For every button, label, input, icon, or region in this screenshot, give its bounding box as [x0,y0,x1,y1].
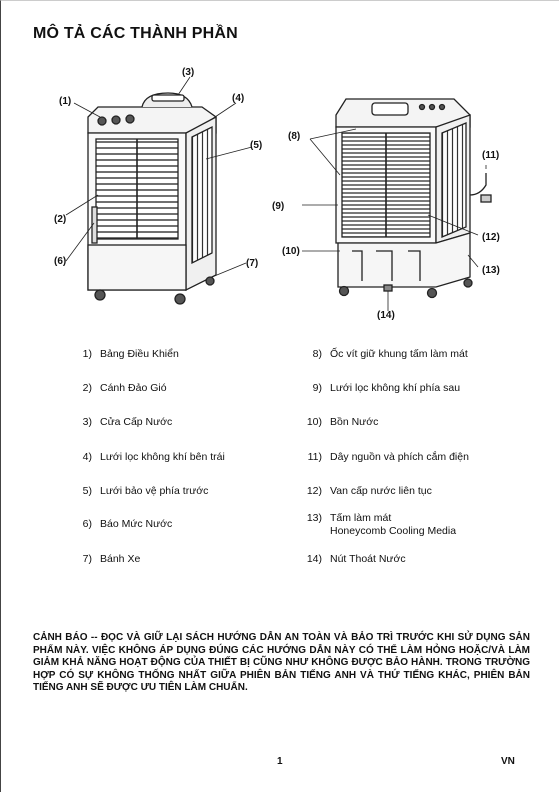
callout-11: (11) [482,150,500,161]
back-view [335,98,492,299]
warning-text: CẢNH BÁO -- ĐỌC VÀ GIỮ LẠI SÁCH HƯỚNG DẪ… [33,632,530,693]
callout-3: (3) [182,67,195,78]
callout-8: (8) [288,131,301,142]
callout-6: (6) [54,256,67,267]
callout-1: (1) [59,96,72,107]
callout-7: (7) [246,258,259,269]
language-code: VN [501,756,515,767]
callout-10: (10) [282,246,300,257]
callout-9: (9) [272,201,285,212]
callout-12: (12) [482,232,500,243]
page-number: 1 [277,756,283,767]
page-title: MÔ TẢ CÁC THÀNH PHẦN [33,25,238,42]
callout-2: (2) [54,214,67,225]
callout-5: (5) [250,140,263,151]
air-cooler-diagram [65,76,492,311]
front-view [87,92,217,305]
callout-4: (4) [232,93,245,104]
callout-13: (13) [482,265,500,276]
callout-14: (14) [377,310,395,321]
leader-lines [65,76,487,311]
